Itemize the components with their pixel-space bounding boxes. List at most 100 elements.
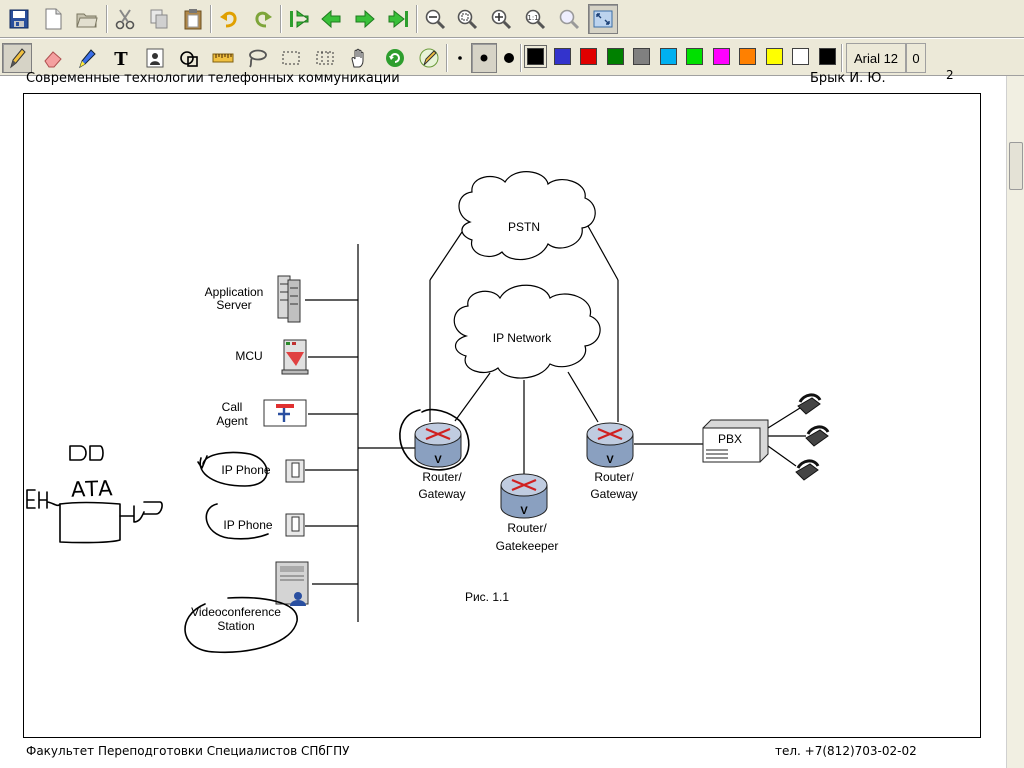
router-left-label-1: Router/ bbox=[422, 470, 462, 484]
select-rectangle-icon[interactable] bbox=[276, 43, 306, 73]
next-page-icon[interactable] bbox=[350, 4, 380, 34]
zoom-fit-icon[interactable] bbox=[452, 4, 482, 34]
shapes-tool-icon[interactable] bbox=[174, 43, 204, 73]
mcu-icon bbox=[281, 339, 309, 375]
router-left-label-2: Gateway bbox=[418, 487, 465, 501]
open-folder-icon[interactable] bbox=[72, 4, 102, 34]
router-left-symbol: V bbox=[434, 454, 442, 466]
call-agent-label-1: Call bbox=[222, 400, 243, 414]
highlighter-tool-icon[interactable] bbox=[72, 43, 102, 73]
color-swatch-7[interactable] bbox=[686, 48, 703, 65]
color-swatch-5[interactable] bbox=[633, 48, 650, 65]
zoom-search-icon[interactable] bbox=[554, 4, 584, 34]
router-right-label-2: Gateway bbox=[590, 487, 637, 501]
image-tool-icon[interactable] bbox=[140, 43, 170, 73]
vertical-scrollbar[interactable] bbox=[1006, 76, 1024, 768]
color-swatch-4[interactable] bbox=[606, 48, 624, 65]
router-gatekeeper-label-1: Router/ bbox=[507, 521, 547, 535]
router-gateway-right-icon: V bbox=[586, 422, 634, 468]
app-server-label-2: Server bbox=[216, 298, 251, 312]
first-page-icon[interactable] bbox=[284, 4, 314, 34]
router-gatekeeper-symbol: V bbox=[520, 505, 528, 517]
telephone-2-icon bbox=[805, 425, 830, 447]
svg-text:1:1: 1:1 bbox=[527, 14, 538, 22]
pen-size-small-icon[interactable] bbox=[450, 43, 470, 73]
call-agent-icon bbox=[263, 399, 307, 427]
handwritten-ata-label: АТА bbox=[71, 476, 114, 501]
color-swatch-12[interactable] bbox=[818, 48, 836, 65]
document-page: Современные технологии телефонных коммун… bbox=[0, 68, 1006, 768]
app-server-label-1: Application bbox=[205, 285, 264, 299]
ip-phone-2-label: IP Phone bbox=[223, 518, 272, 532]
mcu-label: MCU bbox=[235, 349, 262, 363]
pen-size-medium-icon[interactable] bbox=[471, 43, 497, 73]
color-swatch-9[interactable] bbox=[739, 48, 756, 65]
previous-page-icon[interactable] bbox=[316, 4, 346, 34]
eraser-tool-icon[interactable] bbox=[38, 43, 68, 73]
ip-phone-1-icon bbox=[285, 459, 305, 483]
scrollbar-thumb[interactable] bbox=[1009, 142, 1023, 190]
footer-left: Факультет Переподготовки Специалистов СП… bbox=[26, 744, 350, 758]
pbx-label: PBX bbox=[718, 432, 742, 446]
call-agent-label-2: Agent bbox=[216, 414, 248, 428]
videoconference-station-icon bbox=[275, 561, 309, 606]
svg-text:T: T bbox=[114, 49, 128, 70]
zoom-in-icon[interactable] bbox=[486, 4, 516, 34]
refresh-icon[interactable] bbox=[380, 43, 410, 73]
ip-phone-1-label: IP Phone bbox=[221, 463, 270, 477]
router-gatekeeper-icon: V bbox=[500, 473, 548, 519]
pen-size-large-icon[interactable] bbox=[497, 43, 521, 73]
redo-icon[interactable] bbox=[248, 4, 278, 34]
pencil-tool-icon[interactable] bbox=[2, 43, 32, 73]
font-selector[interactable]: Arial 12 bbox=[846, 43, 906, 73]
paste-icon[interactable] bbox=[178, 4, 208, 34]
fullscreen-icon[interactable] bbox=[588, 4, 618, 34]
select-region-icon[interactable] bbox=[310, 43, 340, 73]
last-page-icon[interactable] bbox=[384, 4, 414, 34]
main-toolbar: 1:1 bbox=[0, 0, 1024, 38]
color-swatch-1[interactable] bbox=[524, 45, 547, 68]
ip-phone-2-icon bbox=[285, 513, 305, 537]
color-swatch-3[interactable] bbox=[580, 48, 597, 65]
router-gatekeeper-label-2: Gatekeeper bbox=[496, 539, 559, 553]
color-swatch-6[interactable] bbox=[659, 48, 677, 65]
color-swatch-11[interactable] bbox=[792, 48, 809, 65]
header-author: Брык И. Ю. bbox=[810, 71, 886, 86]
application-server-icon bbox=[277, 275, 301, 323]
cut-icon[interactable] bbox=[110, 4, 140, 34]
lasso-tool-icon[interactable] bbox=[242, 43, 272, 73]
ip-network-label: IP Network bbox=[493, 331, 552, 345]
undo-icon[interactable] bbox=[214, 4, 244, 34]
video-station-label-1: Videoconference bbox=[191, 605, 281, 619]
zoom-out-icon[interactable] bbox=[420, 4, 450, 34]
pbx-icon bbox=[702, 419, 769, 463]
video-station-label-2: Station bbox=[217, 619, 254, 633]
header-title: Современные технологии телефонных коммун… bbox=[26, 71, 400, 86]
color-swatch-10[interactable] bbox=[765, 48, 783, 65]
router-right-symbol: V bbox=[606, 454, 614, 466]
tools-toolbar: T Arial 12 0 bbox=[0, 38, 1024, 76]
new-page-icon[interactable] bbox=[38, 4, 68, 34]
handwritten-annotations: АТА bbox=[26, 408, 470, 654]
zoom-actual-size-icon[interactable]: 1:1 bbox=[520, 4, 550, 34]
copy-icon[interactable] bbox=[144, 4, 174, 34]
pstn-cloud: PSTN bbox=[458, 171, 596, 261]
page-number: 2 bbox=[946, 68, 954, 82]
network-diagram: PSTN IP Network Application Server MCU bbox=[26, 171, 830, 654]
telephone-1-icon bbox=[797, 393, 822, 415]
figure-caption: Рис. 1.1 bbox=[465, 590, 509, 604]
text-tool-icon[interactable]: T bbox=[106, 43, 136, 73]
color-swatch-8[interactable] bbox=[712, 48, 730, 65]
router-gateway-left-icon: V bbox=[414, 422, 462, 468]
ip-network-cloud: IP Network bbox=[453, 284, 601, 379]
pan-hand-icon[interactable] bbox=[344, 43, 374, 73]
pen-options-icon[interactable] bbox=[414, 43, 444, 73]
footer-right: тел. +7(812)703-02-02 bbox=[775, 744, 917, 758]
router-right-label-1: Router/ bbox=[594, 470, 634, 484]
save-icon[interactable] bbox=[4, 4, 34, 34]
telephone-3-icon bbox=[795, 459, 820, 481]
color-swatch-2[interactable] bbox=[553, 48, 571, 65]
pstn-label: PSTN bbox=[508, 220, 540, 234]
ruler-tool-icon[interactable] bbox=[208, 43, 238, 73]
font-counter[interactable]: 0 bbox=[906, 43, 926, 73]
